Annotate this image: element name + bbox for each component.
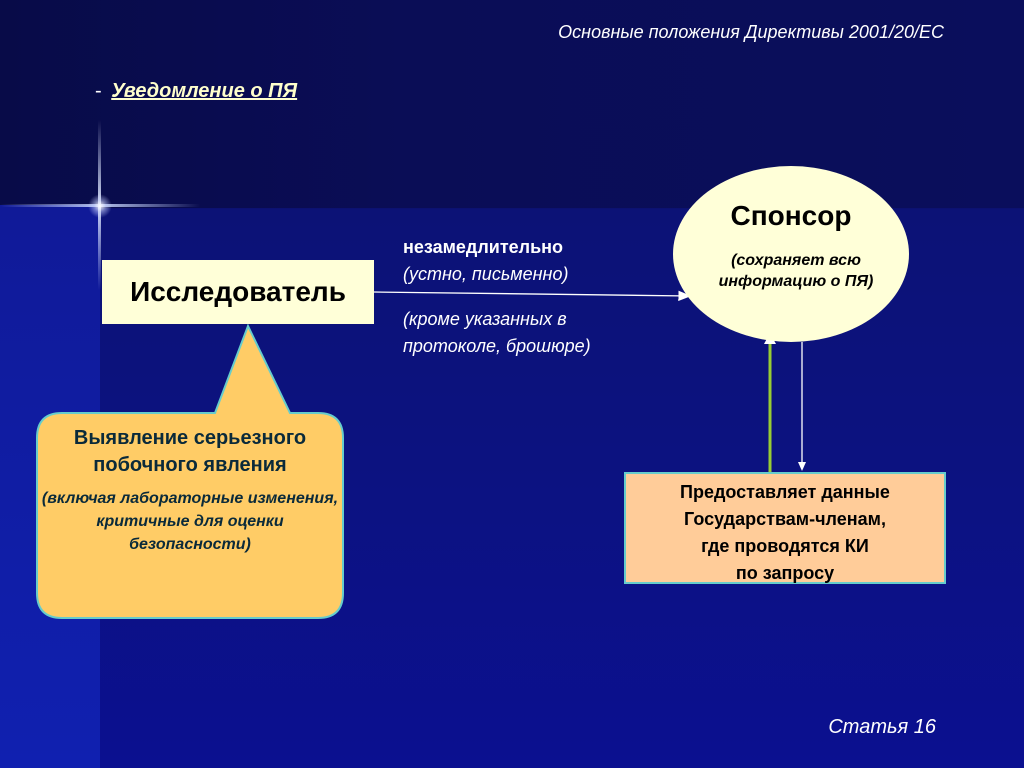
sponsor-note: (сохраняет всю информацию о ПЯ) <box>718 252 874 290</box>
subheading-text: Уведомление о ПЯ <box>111 80 298 102</box>
sponsor-ellipse: Спонсор (сохраняет всю информацию о ПЯ) <box>673 166 909 342</box>
request-down-arrowhead <box>798 462 806 471</box>
callout-main-text: Выявление серьезного побочного явления <box>73 427 307 476</box>
arrow-label-urgent: незамедлительно <box>403 237 564 257</box>
provide-line-1: Предоставляет данные <box>680 482 890 502</box>
arrow-label-except-2: протоколе, брошюре) <box>403 336 591 356</box>
top-dark-band <box>0 0 1024 208</box>
provide-data-box: Предоставляет данные Государствам-членам… <box>624 472 946 584</box>
slide-footer: Статья 16 <box>828 716 936 738</box>
sponsor-title: Спонсор <box>730 200 852 231</box>
provide-line-2: Государствам-членам, <box>684 509 886 529</box>
arrow-label-except-1: (кроме указанных в <box>403 309 567 329</box>
notify-arrow <box>373 290 692 302</box>
callout-sub-text: (включая лабораторные изменения, критичн… <box>41 490 339 553</box>
sparkle-icon <box>88 194 112 218</box>
arrow-label-mode: (устно, письменно) <box>403 264 569 284</box>
provide-line-4: по запросу <box>735 563 835 583</box>
arrow-label-gap <box>403 288 591 306</box>
subheading-dash: - <box>95 80 102 102</box>
slide-header: Основные положения Директивы 2001/20/ЕС <box>558 22 944 42</box>
researcher-box: Исследователь <box>102 260 374 324</box>
provide-line-3: где проводятся КИ <box>701 536 869 556</box>
callout-content: Выявление серьезного побочного явления (… <box>38 425 342 556</box>
slide-subheading: - Уведомление о ПЯ <box>95 80 297 103</box>
arrow-label: незамедлительно (устно, письменно) (кром… <box>403 234 591 360</box>
callout-bubble <box>36 323 344 619</box>
